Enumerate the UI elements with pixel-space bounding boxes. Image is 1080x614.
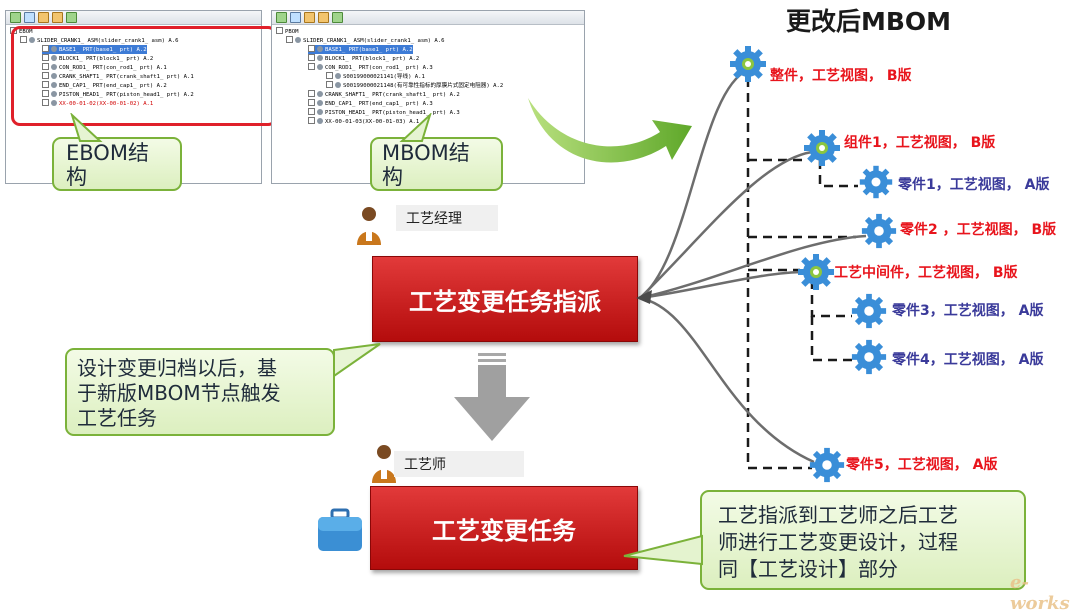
mbom-node-component1[interactable]: 组件1，工艺视图， B版 [844, 135, 996, 151]
tree-export-icon[interactable] [66, 12, 77, 23]
ebom-tree-row[interactable]: CON_ROD1_ PRT(con_rod1_ prt) A.1 [42, 63, 167, 72]
ebom-tree-row[interactable]: END_CAP1_ PRT(end_cap1_ prt) A.2 [42, 81, 167, 90]
dispatch-task-box[interactable]: 工艺变更任务指派 [372, 256, 638, 342]
mbom-node-intermediate[interactable]: 工艺中间件，工艺视图， B版 [834, 265, 1018, 281]
design-callout: 工艺指派到工艺师之后工艺 师进行工艺变更设计，过程 同【工艺设计】部分 [700, 490, 1026, 590]
mbom-tree-row[interactable]: BASE1_ PRT(base1_ prt) A.2 [308, 45, 413, 54]
ebom-tree-row[interactable]: SLIDER_CRANK1_ ASM(slider_crank1_ asm) A… [20, 36, 178, 45]
mbom-node-part5[interactable]: 零件5，工艺视图， A版 [846, 457, 998, 473]
ebom-tree-row[interactable]: PISTON_HEAD1_ PRT(piston_head1_ prt) A.2 [42, 90, 194, 99]
mbom-node-part2[interactable]: 零件2 ，工艺视图， B版 [900, 222, 1057, 238]
tree-collapse-icon[interactable] [24, 12, 35, 23]
tree-expand-icon[interactable] [10, 12, 21, 23]
flow-down-arrow [454, 353, 530, 441]
part-gear-icon [851, 293, 887, 329]
part-gear-icon [859, 165, 893, 199]
tree-filter-icon[interactable] [304, 12, 315, 23]
mbom-tree-row[interactable]: CRANK_SHAFT1_ PRT(crank_shaft1_ prt) A.2 [308, 90, 460, 99]
mbom-tree-row[interactable]: S00199000021141(导线) A.1 [326, 72, 425, 81]
mbom-node-part4[interactable]: 零件4，工艺视图， A版 [892, 352, 1044, 368]
mbom-root[interactable]: PBOM [276, 27, 298, 36]
tree-filter-icon[interactable] [38, 12, 49, 23]
process-manager-avatar [357, 207, 381, 245]
mbom-tree-row[interactable]: BLOCK1_ PRT(block1_ prt) A.2 [308, 54, 419, 63]
ebom-tree-row[interactable]: CRANK_SHAFT1_ PRT(crank_shaft1_ prt) A.1 [42, 72, 194, 81]
mbom-node-assembly[interactable]: 整件，工艺视图， B版 [770, 68, 912, 84]
ebom-tree-row[interactable]: BASE1_ PRT(base1_ prt) A.2 [42, 45, 147, 54]
mbom-toolbar [272, 11, 584, 25]
mbom-tree-row[interactable]: END_CAP1_ PRT(end_cap1_ prt) A.3 [308, 99, 433, 108]
part-gear-icon [851, 339, 887, 375]
tree-expand-icon[interactable] [276, 12, 287, 23]
tree-refresh-icon[interactable] [52, 12, 63, 23]
process-engineer-label: 工艺师 [394, 451, 524, 477]
mbom-tree-row[interactable]: CON_ROD1_ PRT(con_rod1_ prt) A.3 [308, 63, 433, 72]
trigger-callout-pointer [333, 343, 381, 378]
ebom-callout-pointer [70, 113, 103, 142]
process-engineer-avatar [372, 445, 396, 483]
design-callout-pointer [623, 534, 703, 566]
change-task-box[interactable]: 工艺变更任务 [370, 486, 638, 570]
mbom-callout-pointer [399, 113, 432, 142]
ebom-tree-row[interactable]: XX-00-01-02(XX-00-01-02) A.1 [42, 99, 153, 108]
transition-arrow [528, 98, 692, 163]
mbom-callout: MBOM结构 [370, 137, 503, 191]
ebom-toolbar [6, 11, 261, 25]
mbom-tree-row[interactable]: S00199000021148(有可靠性指标的厚膜片式固定电阻器) A.2 [326, 81, 503, 90]
process-manager-label: 工艺经理 [396, 205, 498, 231]
part-gear-icon [809, 447, 845, 483]
mbom-tree-row[interactable]: XX-00-01-03(XX-00-01-03) A.1 [308, 117, 419, 126]
ebom-callout: EBOM结构 [52, 137, 182, 191]
briefcase-icon [318, 508, 362, 551]
component-gear-icon [804, 130, 840, 166]
mbom-panel: PBOM SLIDER_CRANK1_ ASM(slider_crank1_ a… [271, 10, 585, 184]
tree-refresh-icon[interactable] [318, 12, 329, 23]
intermediate-gear-icon [798, 254, 834, 290]
part-gear-icon [861, 213, 897, 249]
assembly-gear-icon [730, 46, 766, 82]
mbom-node-part3[interactable]: 零件3，工艺视图， A版 [892, 303, 1044, 319]
tree-collapse-icon[interactable] [290, 12, 301, 23]
mbom-tree-row[interactable]: PISTON_HEAD1_ PRT(piston_head1_ prt) A.3 [308, 108, 460, 117]
changed-mbom-title: 更改后MBOM [786, 7, 952, 36]
tree-export-icon[interactable] [332, 12, 343, 23]
trigger-callout: 设计变更归档以后，基 于新版MBOM节点触发 工艺任务 [65, 348, 335, 436]
mbom-node-part1[interactable]: 零件1，工艺视图， A版 [898, 177, 1050, 193]
e-works-watermark: e-works [1010, 572, 1070, 614]
mbom-tree-row[interactable]: SLIDER_CRANK1_ ASM(slider_crank1_ asm) A… [286, 36, 444, 45]
ebom-tree-row[interactable]: BLOCK1_ PRT(block1_ prt) A.2 [42, 54, 153, 63]
